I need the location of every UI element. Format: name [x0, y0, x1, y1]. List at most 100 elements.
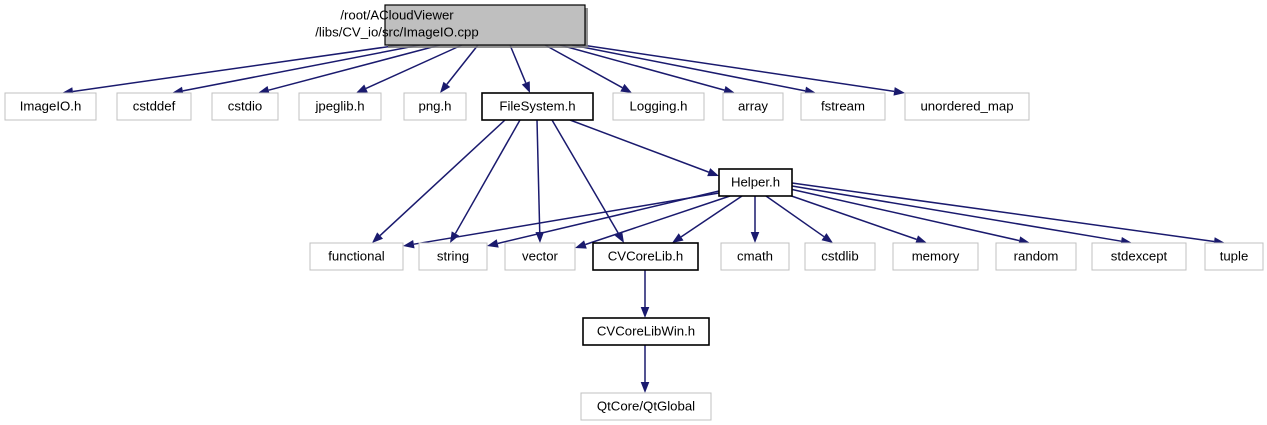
node-unordered_map[interactable]: unordered_map: [904, 92, 1030, 121]
node-label-cvcorelibwin: CVCoreLibWin.h: [597, 323, 695, 338]
node-border-cvcorelibwin[interactable]: [582, 317, 710, 346]
edge-helper-to-tuple: [791, 182, 1225, 246]
edge-filesystem-to-cvcorelib: [551, 119, 624, 243]
node-label-cmath: cmath: [737, 248, 773, 263]
edge-root-to-filesystem: [509, 44, 530, 93]
node-border-cmath[interactable]: [720, 242, 790, 271]
node-border-tuple[interactable]: [1204, 242, 1264, 271]
edge-helper-to-memory: [779, 191, 927, 244]
node-label-random: random: [1014, 248, 1059, 263]
node-tuple[interactable]: tuple: [1204, 242, 1264, 271]
node-border-cstdio[interactable]: [211, 92, 279, 121]
node-border-logging[interactable]: [612, 92, 705, 121]
node-logging[interactable]: Logging.h: [612, 92, 705, 121]
node-label-stdexcept: stdexcept: [1111, 248, 1168, 263]
edge-root-to-png: [440, 44, 479, 93]
node-fstream[interactable]: fstream: [800, 92, 886, 121]
edge-root-to-imageio: [62, 44, 401, 96]
edges-layer: [62, 44, 1225, 393]
nodes-layer: /root/ACloudViewer/libs/CV_io/src/ImageI…: [4, 4, 1264, 421]
node-label-memory: memory: [912, 248, 960, 263]
node-label-array: array: [738, 98, 768, 113]
node-string[interactable]: string: [418, 242, 488, 271]
edge-filesystem-to-functional: [372, 119, 506, 243]
node-border-memory[interactable]: [892, 242, 979, 271]
edge-root-to-jpeglib: [356, 44, 463, 93]
node-label-imageio: ImageIO.h: [20, 98, 82, 113]
node-vector[interactable]: vector: [504, 242, 576, 271]
node-border-stdexcept[interactable]: [1091, 242, 1187, 271]
node-border-cvcorelib[interactable]: [592, 242, 699, 271]
edge-helper-to-string: [487, 190, 720, 248]
node-label-fstream: fstream: [821, 98, 865, 113]
node-imageio[interactable]: ImageIO.h: [4, 92, 97, 121]
node-border-jpeglib[interactable]: [298, 92, 382, 121]
node-filesystem[interactable]: FileSystem.h: [481, 92, 594, 121]
node-label-root-line2: /libs/CV_io/src/ImageIO.cpp: [315, 24, 478, 39]
node-border-root[interactable]: [384, 4, 586, 46]
node-label-cstdio: cstdio: [228, 98, 262, 113]
node-label-unordered_map: unordered_map: [920, 98, 1013, 113]
node-array[interactable]: array: [722, 92, 784, 121]
edge-root-to-logging: [544, 44, 632, 93]
node-border-string[interactable]: [418, 242, 488, 271]
node-border-imageio[interactable]: [4, 92, 97, 121]
edge-helper-to-cmath: [750, 196, 760, 243]
node-border-qtglobal[interactable]: [580, 392, 712, 421]
node-cstdio[interactable]: cstdio: [211, 92, 279, 121]
node-border-vector[interactable]: [504, 242, 576, 271]
edge-cvcorelibwin-to-qtglobal: [640, 345, 650, 393]
node-cmath[interactable]: cmath: [720, 242, 790, 271]
node-cvcorelibwin[interactable]: CVCoreLibWin.h: [582, 317, 710, 346]
node-label-cstddef: cstddef: [133, 98, 176, 113]
node-border-filesystem[interactable]: [481, 92, 594, 121]
node-border-png[interactable]: [403, 92, 467, 121]
edge-helper-to-cvcorelib: [672, 195, 743, 243]
node-jpeglib[interactable]: jpeglib.h: [298, 92, 382, 121]
node-label-qtglobal: QtCore/QtGlobal: [597, 398, 695, 413]
edge-filesystem-to-vector: [535, 119, 545, 243]
edge-root-to-array: [559, 44, 735, 95]
node-cvcorelib[interactable]: CVCoreLib.h: [592, 242, 699, 271]
node-border-functional[interactable]: [309, 242, 404, 271]
edge-helper-to-cstdlib: [765, 195, 833, 243]
node-border-cstddef[interactable]: [116, 92, 192, 121]
edge-root-to-cstddef: [172, 44, 421, 96]
node-stdexcept[interactable]: stdexcept: [1091, 242, 1187, 271]
node-border-array[interactable]: [722, 92, 784, 121]
edge-cvcorelib-to-cvcorelibwin: [640, 270, 650, 318]
edge-root-to-cstdio: [258, 44, 441, 95]
node-border-fstream[interactable]: [800, 92, 886, 121]
node-border-unordered_map[interactable]: [904, 92, 1030, 121]
node-label-filesystem: FileSystem.h: [499, 98, 575, 113]
node-png[interactable]: png.h: [403, 92, 467, 121]
node-cstddef[interactable]: cstddef: [116, 92, 192, 121]
edge-helper-to-functional: [403, 192, 720, 249]
node-memory[interactable]: memory: [892, 242, 979, 271]
edge-filesystem-to-helper: [569, 119, 719, 177]
node-label-helper: Helper.h: [731, 174, 780, 189]
edge-root-to-unordered_map: [581, 44, 905, 96]
node-label-logging: Logging.h: [630, 98, 688, 113]
node-helper[interactable]: Helper.h: [718, 168, 793, 197]
node-label-string: string: [437, 248, 469, 263]
node-qtglobal[interactable]: QtCore/QtGlobal: [580, 392, 712, 421]
node-border-cstdlib[interactable]: [804, 242, 876, 271]
node-label-vector: vector: [522, 248, 559, 263]
node-border-random[interactable]: [995, 242, 1077, 271]
node-label-cvcorelib: CVCoreLib.h: [608, 248, 684, 263]
node-label-png: png.h: [418, 98, 451, 113]
node-cstdlib[interactable]: cstdlib: [804, 242, 876, 271]
node-label-cstdlib: cstdlib: [821, 248, 858, 263]
edge-helper-to-vector: [575, 195, 731, 249]
node-label-jpeglib: jpeglib.h: [314, 98, 364, 113]
node-random[interactable]: random: [995, 242, 1077, 271]
edge-root-to-fstream: [571, 44, 816, 96]
node-border-helper[interactable]: [718, 168, 793, 197]
node-root[interactable]: /root/ACloudViewer/libs/CV_io/src/ImageI…: [315, 4, 588, 48]
edge-helper-to-stdexcept: [791, 185, 1132, 246]
node-functional[interactable]: functional: [309, 242, 404, 271]
node-label-tuple: tuple: [1220, 248, 1249, 263]
node-label-functional: functional: [328, 248, 385, 263]
